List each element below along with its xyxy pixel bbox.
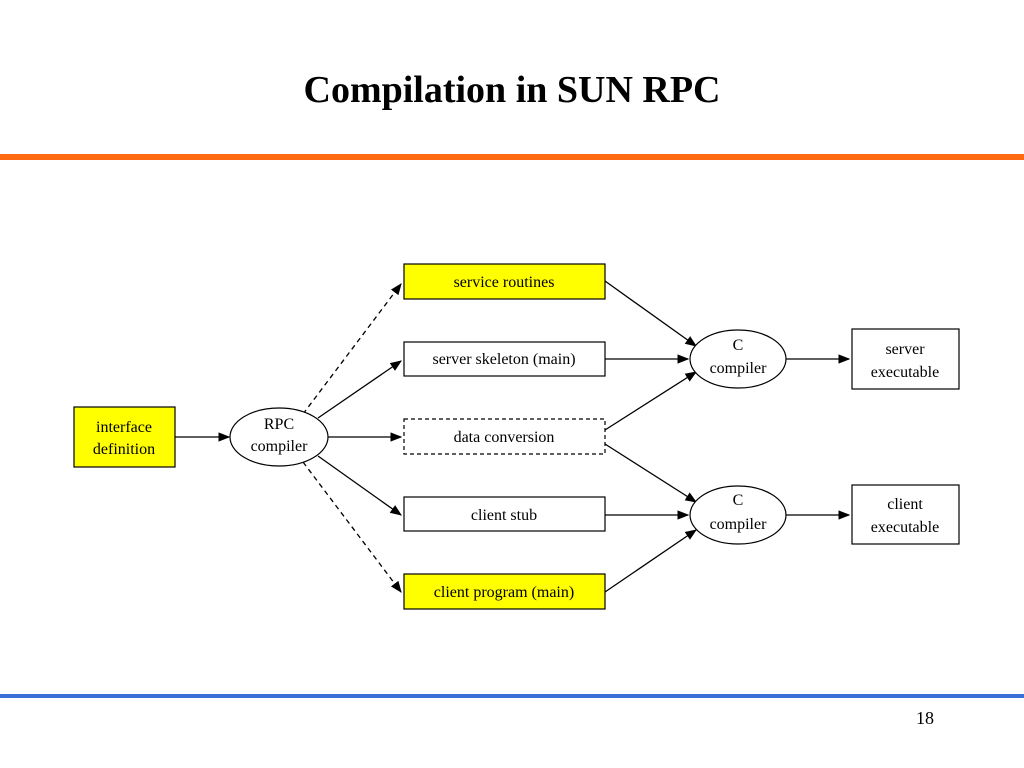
edge-data-conversion-to-c-server — [604, 371, 697, 431]
node-data-conversion: data conversion — [403, 418, 606, 455]
node-server-skeleton: server skeleton (main) — [403, 341, 606, 377]
edges — [175, 280, 851, 593]
top-accent-rule — [0, 154, 1024, 160]
c-compiler-client-line-2: compiler — [710, 516, 768, 533]
node-server-executable: server executable — [851, 328, 960, 390]
node-c-compiler-client: C compiler — [689, 485, 787, 545]
c-compiler-client-line-1: C — [733, 492, 744, 509]
rpc-compiler-line-1: RPC — [264, 416, 294, 433]
edge-rpc-to-client-program — [302, 461, 402, 593]
client-program-label: client program (main) — [434, 584, 574, 601]
edge-data-conversion-to-c-client — [604, 443, 697, 503]
node-c-compiler-server: C compiler — [689, 329, 787, 389]
node-client-stub: client stub — [403, 496, 606, 532]
c-compiler-server-line-1: C — [733, 337, 744, 354]
page-number: 18 — [916, 708, 934, 728]
node-rpc-compiler: RPC compiler — [229, 407, 329, 467]
node-client-executable: client executable — [851, 484, 960, 545]
rpc-compiler-line-2: compiler — [251, 438, 309, 455]
server-skeleton-label: server skeleton (main) — [432, 351, 575, 368]
client-stub-label: client stub — [471, 507, 537, 524]
interface-definition-line-1: interface — [96, 419, 152, 436]
service-routines-label: service routines — [454, 274, 555, 291]
node-interface-definition: interface definition — [73, 406, 176, 468]
c-compiler-server-line-2: compiler — [710, 360, 768, 377]
node-service-routines: service routines — [403, 263, 606, 300]
interface-definition-line-2: definition — [93, 441, 155, 458]
edge-rpc-to-server-skeleton — [317, 360, 402, 419]
server-executable-line-2: executable — [871, 364, 939, 381]
data-conversion-label: data conversion — [454, 429, 555, 446]
edge-client-program-to-c-client — [604, 529, 697, 593]
node-client-program: client program (main) — [403, 573, 606, 610]
bottom-accent-rule — [0, 694, 1024, 698]
edge-rpc-to-service-routines — [302, 283, 402, 415]
edge-rpc-to-client-stub — [317, 455, 402, 516]
slide-title: Compilation in SUN RPC — [303, 69, 721, 111]
client-executable-line-1: client — [887, 496, 923, 513]
client-executable-line-2: executable — [871, 519, 939, 536]
edge-service-routines-to-c-server — [604, 280, 697, 347]
server-executable-line-1: server — [885, 341, 925, 358]
